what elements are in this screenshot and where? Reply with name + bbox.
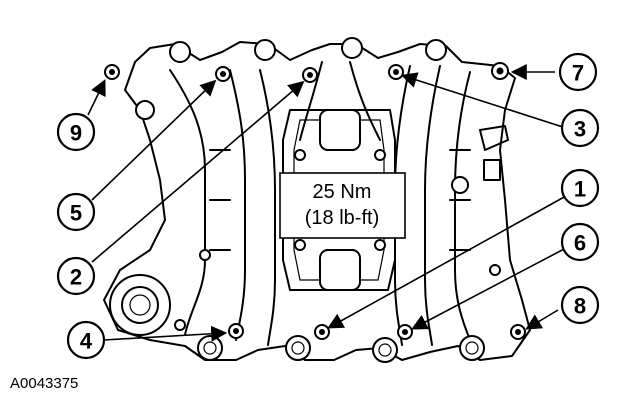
callout-7: 7: [558, 52, 598, 92]
callout-1-label: 1: [574, 177, 586, 202]
leader-4: [103, 325, 228, 342]
leader-9: [87, 79, 106, 116]
callout-6: 6: [560, 222, 600, 262]
bolt-4: [228, 323, 244, 339]
callout-4: 4: [66, 320, 106, 360]
bolt-9: [104, 64, 120, 80]
callout-1: 1: [560, 168, 600, 208]
bolt-5: [215, 66, 231, 82]
bolt-7: [491, 62, 509, 80]
torque-spec-box: 25 Nm (18 lb-ft): [279, 172, 406, 239]
leader-8: [525, 309, 559, 330]
callout-8-label: 8: [574, 294, 586, 319]
leader-lines: [87, 64, 567, 342]
torque-metric: 25 Nm: [313, 181, 372, 203]
leader-3: [400, 72, 567, 129]
bolt-6: [397, 324, 413, 340]
callout-3-label: 3: [574, 117, 586, 142]
callout-3: 3: [560, 108, 600, 148]
callout-7-label: 7: [572, 61, 584, 86]
callout-2: 2: [56, 256, 96, 296]
manifold-body: [103, 37, 531, 363]
bolt-2: [302, 67, 318, 83]
figure-id: A0043375: [10, 375, 78, 392]
bolt-1: [314, 324, 330, 340]
torque-imperial: (18 lb-ft): [305, 207, 379, 229]
leader-2: [91, 80, 305, 263]
bolt-3: [388, 64, 404, 80]
callout-9: 9: [56, 112, 96, 152]
callout-5-label: 5: [70, 201, 82, 226]
bolt-8: [510, 324, 526, 340]
callout-2-label: 2: [70, 265, 82, 290]
leader-6: [411, 247, 567, 330]
callout-6-label: 6: [574, 231, 586, 256]
leader-5: [91, 79, 217, 201]
leader-1: [327, 195, 567, 329]
bolt-positions: [104, 62, 526, 340]
callouts: 1 2 3 4 5 6 7 8: [56, 52, 600, 360]
callout-9-label: 9: [70, 121, 82, 146]
callout-4-label: 4: [80, 329, 93, 354]
callout-8: 8: [560, 285, 600, 325]
callout-5: 5: [56, 192, 96, 232]
